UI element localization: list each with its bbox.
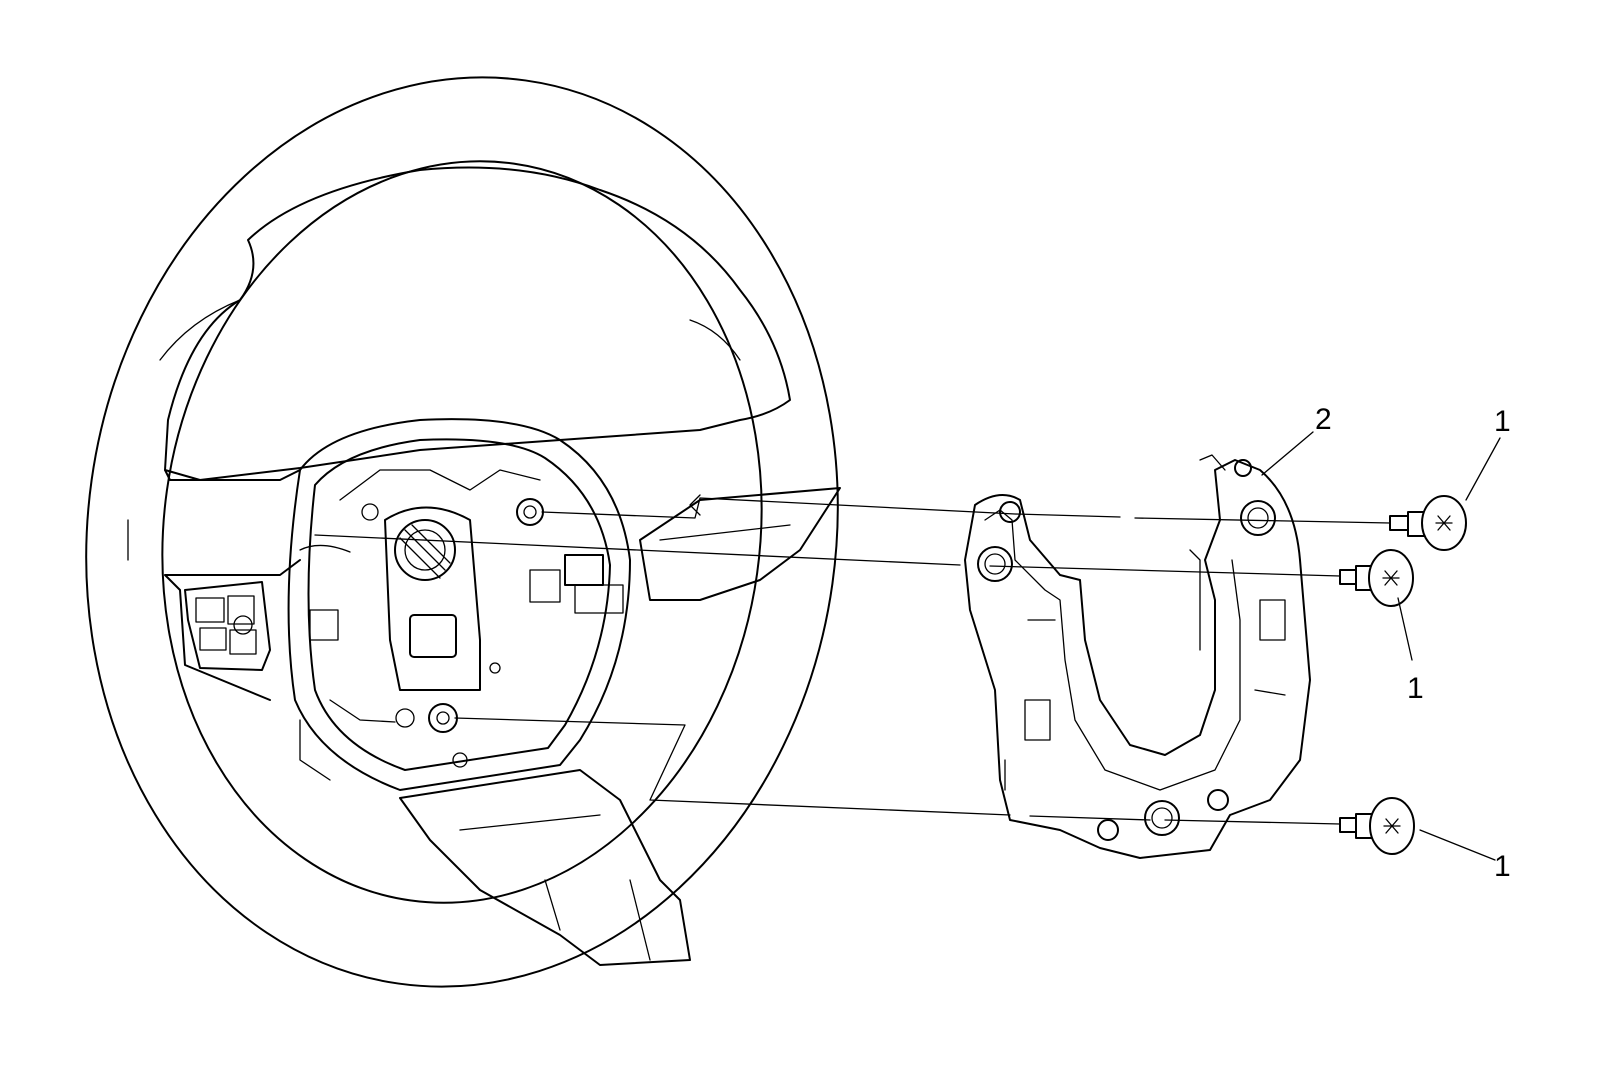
wheel-lower-spoke [399, 769, 691, 966]
alignment-lines [314, 497, 1391, 825]
wheel-left-spoke [164, 469, 301, 701]
wheel-right-spoke [639, 487, 841, 601]
steering-control-switch [184, 581, 271, 671]
callout-2-bracket: 2 [1315, 403, 1332, 436]
wheel-rim-inner [161, 160, 763, 904]
alignment-line-upper [541, 497, 1391, 524]
alignment-line-lower [454, 717, 1341, 825]
fastener-bolt-middle [1339, 549, 1414, 607]
fastener-bolt-lower [1339, 797, 1415, 855]
steering-wheel [85, 76, 841, 988]
wheel-hub-housing [287, 418, 631, 791]
callout-1-upper: 1 [1494, 405, 1511, 438]
mounting-bracket [964, 454, 1311, 859]
wheel-upper-opening [164, 166, 791, 481]
wheel-rim-outer [85, 76, 839, 988]
callout-1-middle: 1 [1407, 672, 1424, 705]
callout-1-lower: 1 [1494, 850, 1511, 883]
fastener-bolt-upper [1389, 495, 1467, 551]
callout-leaders [1261, 431, 1501, 861]
alignment-line-middle [314, 534, 1341, 577]
